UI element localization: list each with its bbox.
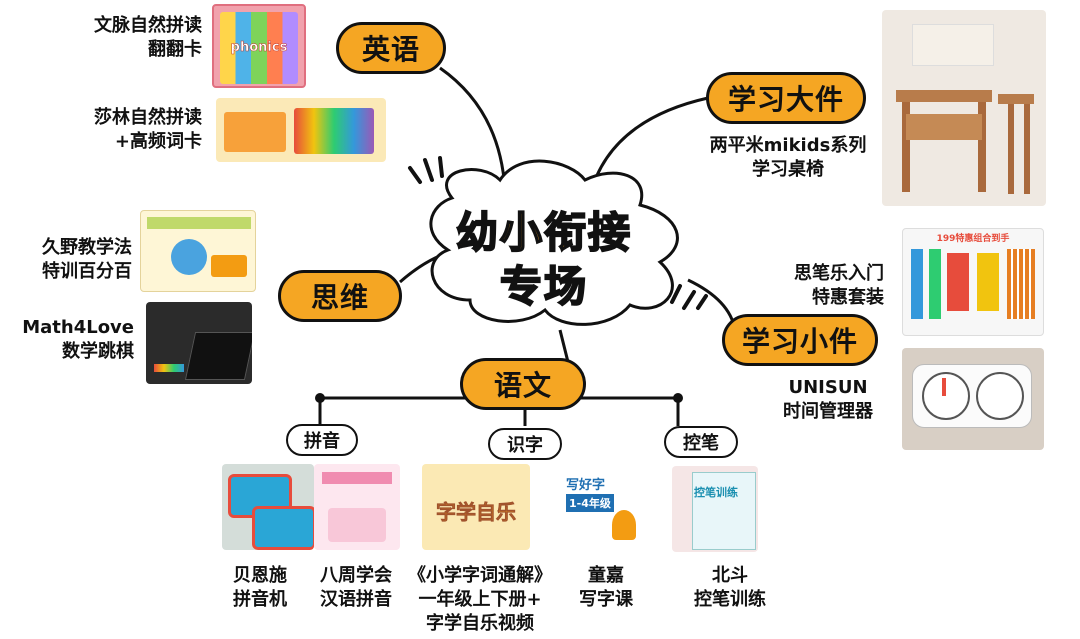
branch-big-items[interactable]: 学习大件 (706, 72, 866, 124)
label-tongjia: 童嘉写字课 (579, 565, 633, 610)
label-shalin: 莎林自然拼读+高频词卡 (94, 107, 202, 152)
zixue-text: 字学自乐 (436, 500, 517, 525)
branch-thinking[interactable]: 思维 (278, 270, 402, 322)
label-beien: 贝恩施拼音机 (233, 565, 287, 610)
hub-cloud (429, 159, 679, 326)
wenmai-card-image: phonics (212, 4, 306, 88)
label-desk: 两平米mikids系列学习桌椅 (709, 135, 867, 180)
sibile-set-image: 199特惠组合到手 (902, 228, 1044, 336)
grade-text: 1-4年级 (566, 494, 614, 512)
branch-small-items[interactable]: 学习小件 (722, 314, 878, 366)
tag-kongbi[interactable]: 控笔 (664, 426, 738, 458)
label-sibile: 思笔乐入门特惠套装 (794, 263, 884, 308)
branch-english[interactable]: 英语 (336, 22, 446, 74)
unisun-timer-image (902, 348, 1044, 450)
hub-title-line1: 幼小衔接 (455, 207, 632, 258)
promo-199-text: 199特惠组合到手 (936, 234, 1010, 244)
tag-pinyin[interactable]: 拼音 (286, 424, 358, 456)
desk-chair-image (882, 10, 1046, 206)
xiaoxue-book-image: 字学自乐 (422, 464, 530, 550)
bazhou-book-image (314, 464, 400, 550)
beidou-book-image: 控笔训练 (672, 466, 758, 552)
math4love-game-image (146, 302, 252, 384)
tongjia-book-image: 写好字 1-4年级 (560, 466, 644, 552)
label-bazhou: 八周学会汉语拼音 (320, 565, 392, 610)
beien-machine-image (222, 464, 314, 550)
tag-shizi[interactable]: 识字 (488, 428, 562, 460)
xiehaozi-text: 写好字 (566, 478, 606, 493)
branch-chinese[interactable]: 语文 (460, 358, 586, 410)
label-xiaoxue: 《小学字词通解》一年级上下册+字学自乐视频 (408, 565, 552, 634)
phonics-text: phonics (230, 40, 288, 56)
label-jiuye: 久野教学法特训百分百 (42, 237, 132, 282)
kongbi-book-text: 控笔训练 (694, 486, 738, 499)
shalin-card-image (216, 98, 386, 162)
jiuye-book-image (140, 210, 256, 292)
hub-title-line2: 专场 (499, 261, 588, 312)
label-beidou: 北斗控笔训练 (694, 565, 766, 610)
label-wenmai: 文脉自然拼读翻翻卡 (94, 15, 202, 60)
hub-title: 幼小衔接 专场 (444, 206, 644, 314)
